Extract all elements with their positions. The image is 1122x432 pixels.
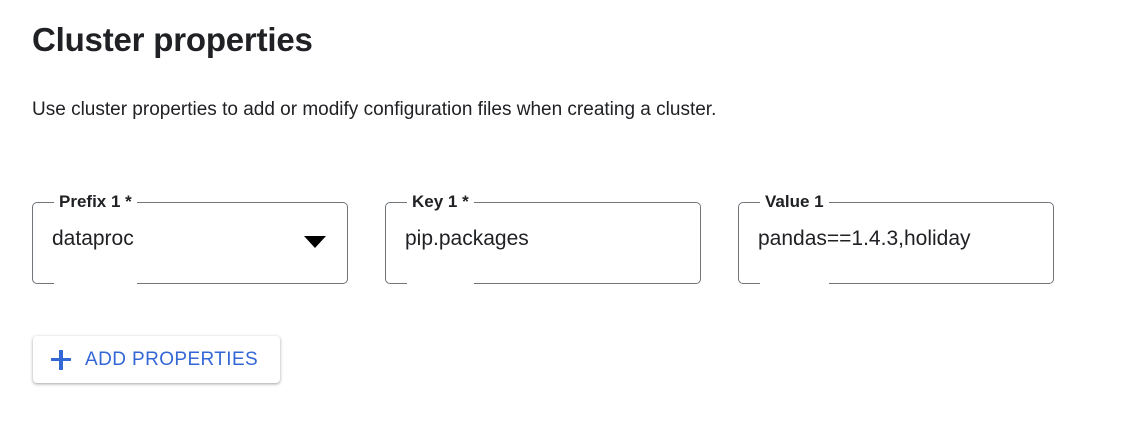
value-input-value[interactable]: pandas==1.4.3,holiday <box>758 227 971 250</box>
add-properties-button[interactable]: ADD PROPERTIES <box>33 336 281 383</box>
key-text-field[interactable]: Key 1 * pip.packages <box>385 191 701 284</box>
prefix-select-value[interactable]: dataproc <box>52 227 134 250</box>
cluster-property-row: Prefix 1 * dataproc Key 1 * pip.packages… <box>32 191 1092 286</box>
page-description: Use cluster properties to add or modify … <box>32 99 717 120</box>
key-input-value[interactable]: pip.packages <box>405 227 529 250</box>
prefix-field-label: Prefix 1 * <box>54 191 137 212</box>
dropdown-arrow-icon[interactable] <box>304 236 326 248</box>
page-title: Cluster properties <box>32 21 313 58</box>
key-value-wrap: pip.packages <box>405 222 685 256</box>
key-field-label: Key 1 * <box>407 191 474 212</box>
value-field-label: Value 1 <box>760 191 829 212</box>
value-value-wrap: pandas==1.4.3,holiday <box>758 222 1046 256</box>
prefix-value-wrap: dataproc <box>52 222 296 256</box>
value-text-field[interactable]: Value 1 pandas==1.4.3,holiday <box>738 191 1054 284</box>
add-properties-button-label: ADD PROPERTIES <box>85 348 259 370</box>
prefix-select-field[interactable]: Prefix 1 * dataproc <box>32 191 348 284</box>
plus-icon <box>51 349 71 370</box>
